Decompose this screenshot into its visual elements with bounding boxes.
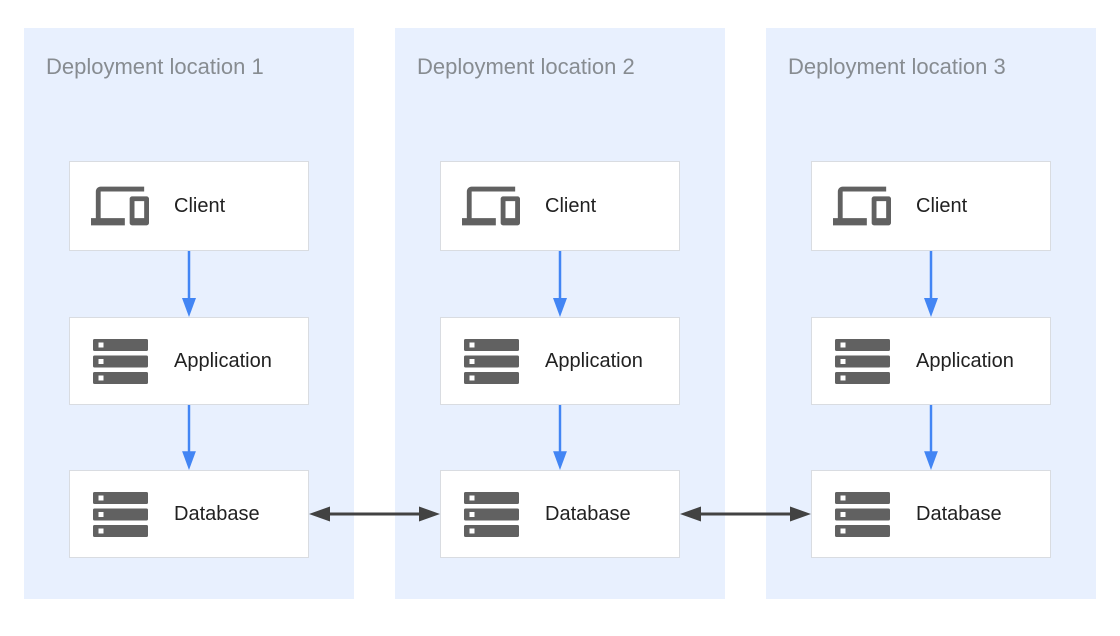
application-node-label: Application [916,349,1014,372]
server-stack-icon [91,339,149,384]
devices-icon [833,177,891,235]
database-node: Database [69,470,309,558]
deployment-location-1-panel: Deployment location 1 Client Application… [24,28,354,599]
devices-icon [462,177,520,235]
database-node-label: Database [545,502,631,525]
application-node: Application [69,317,309,405]
deployment-location-3-panel: Deployment location 3 Client Application… [766,28,1096,599]
client-node: Client [440,161,680,251]
application-node-label: Application [545,349,643,372]
server-stack-icon [462,339,520,384]
deployment-location-2-panel: Deployment location 2 Client Application… [395,28,725,599]
client-node-label: Client [545,194,597,217]
database-node: Database [440,470,680,558]
database-node-label: Database [916,502,1002,525]
devices-icon [91,177,149,235]
panel-title: Deployment location 3 [788,54,1006,79]
client-node: Client [811,161,1051,251]
server-stack-icon [833,492,891,537]
application-node: Application [811,317,1051,405]
database-node-label: Database [174,502,260,525]
client-to-application-arrow [923,251,939,317]
client-node: Client [69,161,309,251]
database-node: Database [811,470,1051,558]
client-to-application-arrow [552,251,568,317]
client-to-application-arrow [181,251,197,317]
panel-title: Deployment location 2 [417,54,635,79]
application-node-label: Application [174,349,272,372]
application-to-database-arrow [181,405,197,470]
application-node: Application [440,317,680,405]
server-stack-icon [833,339,891,384]
client-node-label: Client [174,194,226,217]
panel-title: Deployment location 1 [46,54,264,79]
client-node-label: Client [916,194,968,217]
database-replication-arrow-1-2 [309,505,440,523]
application-to-database-arrow [552,405,568,470]
database-replication-arrow-2-3 [680,505,811,523]
application-to-database-arrow [923,405,939,470]
server-stack-icon [91,492,149,537]
server-stack-icon [462,492,520,537]
